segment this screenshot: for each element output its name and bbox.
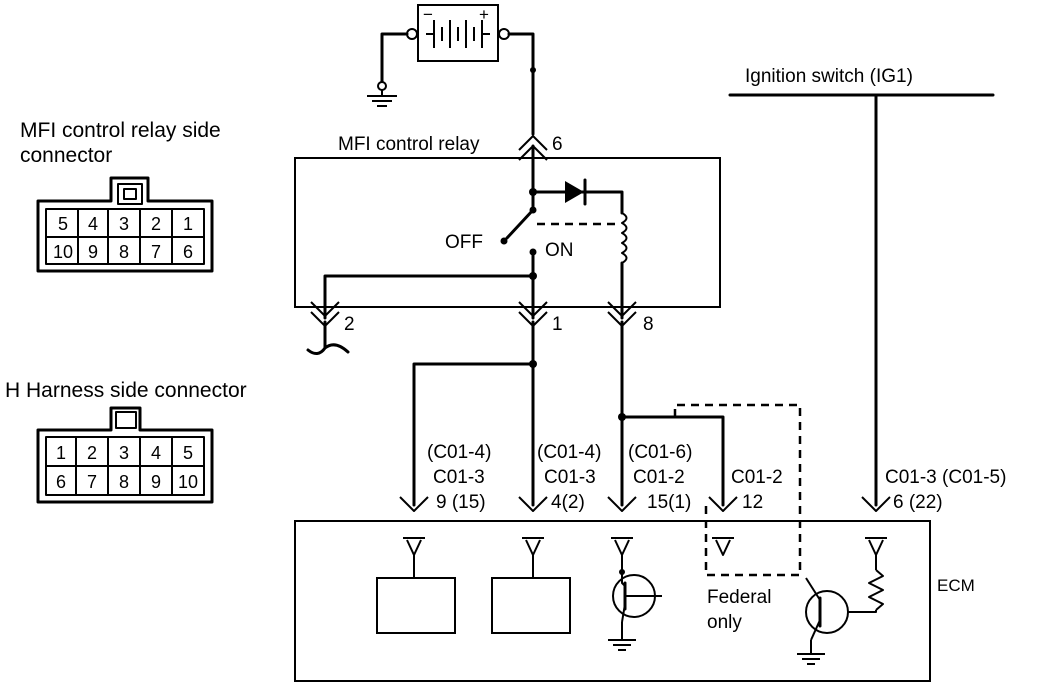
- svg-text:C01-3 (C01-5): C01-3 (C01-5): [885, 467, 1006, 488]
- relay-internal-wire-top: [531, 144, 624, 215]
- ecm-resistor-icon: [868, 569, 884, 611]
- h-pin-8: 8: [119, 472, 129, 492]
- mfi-connector-title-line1: MFI control relay side: [20, 119, 221, 142]
- ignition-switch-label: Ignition switch (IG1): [745, 66, 913, 87]
- ecm-terminal-label-1: (C01-4) C01-3 9 (15): [427, 442, 491, 513]
- switch-on-label: ON: [545, 240, 574, 261]
- mfi-relay-box: [294, 157, 721, 308]
- ecm-terminal-label-2: (C01-4) C01-3 4(2): [537, 442, 601, 513]
- svg-text:4(2): 4(2): [551, 492, 585, 513]
- h-pin-7: 7: [87, 472, 97, 492]
- ecm-inner-terminal-2: [522, 537, 544, 578]
- federal-only-label-line2: only: [707, 612, 742, 633]
- svg-text:(C01-4): (C01-4): [537, 442, 601, 463]
- mfi-pin-8: 8: [119, 242, 129, 262]
- ecm-internal-block-1: [376, 577, 456, 634]
- ecm-terminal-connector-4: [708, 496, 738, 512]
- battery-positive-wire: [507, 32, 535, 136]
- mfi-relay-side-connector: 5 4 3 2 1 10 9 8 7 6: [36, 176, 214, 273]
- federal-only-label-line1: Federal: [707, 587, 771, 608]
- svg-text:(C01-4): (C01-4): [427, 442, 491, 463]
- battery-ground-icon: [367, 90, 397, 107]
- relay-switch-blade: [505, 190, 535, 240]
- h-pin-2: 2: [87, 443, 97, 463]
- ecm-transistor-1-icon: [612, 569, 662, 640]
- relay-pin2-ground-wire: [306, 320, 350, 355]
- ecm-terminal-label-4: C01-2 12: [731, 467, 783, 513]
- ecm-terminal-label-3: (C01-6) C01-2 15(1): [628, 442, 692, 513]
- ecm-inner-terminal-5: [865, 537, 887, 570]
- h-pin-6: 6: [56, 472, 66, 492]
- h-pin-5: 5: [183, 443, 193, 463]
- switch-off-label: OFF: [445, 232, 483, 253]
- ecm-ground-icon-2: [797, 653, 825, 665]
- svg-text:C01-3: C01-3: [433, 467, 485, 488]
- mfi-pin-4: 4: [88, 214, 98, 234]
- ecm-inner-terminal-3: [611, 537, 633, 574]
- ecm-terminal-connector-2: [518, 496, 548, 512]
- ecm-internal-block-2: [491, 577, 571, 634]
- svg-text:C01-2: C01-2: [731, 467, 783, 488]
- svg-text:C01-2: C01-2: [633, 467, 685, 488]
- svg-text:12: 12: [742, 492, 763, 513]
- relay-pin6-label: 6: [552, 134, 563, 155]
- ecm-inner-terminal-4: [712, 537, 734, 556]
- mfi-pin-10: 10: [53, 242, 73, 262]
- h-pin-1: 1: [56, 443, 66, 463]
- mfi-pin-7: 7: [151, 242, 161, 262]
- mfi-pin-2: 2: [151, 214, 161, 234]
- relay-pin2-label: 2: [344, 314, 355, 335]
- svg-text:6 (22): 6 (22): [893, 492, 943, 513]
- diode-icon: [565, 178, 587, 206]
- battery-symbol: − +: [406, 4, 510, 62]
- mfi-pin-9: 9: [88, 242, 98, 262]
- ecm-transistor-2-icon: [805, 577, 877, 654]
- h-pin-3: 3: [119, 443, 129, 463]
- mfi-connector-title-line2: connector: [20, 144, 112, 167]
- ecm-ground-icon-1: [608, 639, 636, 651]
- svg-text:15(1): 15(1): [647, 492, 691, 513]
- battery-minus-label: −: [423, 5, 433, 24]
- relay-coil-icon: [621, 212, 628, 264]
- ecm-terminal-connector-3: [607, 496, 637, 512]
- svg-text:(C01-6): (C01-6): [628, 442, 692, 463]
- h-pin-4: 4: [151, 443, 161, 463]
- relay-pin1-label: 1: [552, 314, 563, 335]
- h-harness-side-connector: 1 2 3 4 5 6 7 8 9 10: [36, 406, 214, 504]
- ecm-box: [294, 520, 931, 682]
- h-pin-9: 9: [151, 472, 161, 492]
- ecm-label: ECM: [937, 576, 975, 595]
- svg-text:9 (15): 9 (15): [436, 492, 486, 513]
- mfi-pin-6: 6: [183, 242, 193, 262]
- relay-pin8-label: 8: [643, 314, 654, 335]
- ecm-terminal-connector-1: [399, 496, 429, 512]
- mfi-pin-3: 3: [119, 214, 129, 234]
- battery-negative-wire: [380, 32, 409, 85]
- mfi-pin-5: 5: [58, 214, 68, 234]
- ecm-inner-terminal-1: [403, 537, 425, 578]
- federal-only-dashed-box: [673, 403, 802, 577]
- mfi-relay-label: MFI control relay: [338, 134, 480, 155]
- ecm-terminal-label-5: C01-3 (C01-5) 6 (22): [885, 467, 1006, 513]
- svg-text:C01-3: C01-3: [544, 467, 596, 488]
- ecm-terminal-connector-5: [861, 496, 891, 512]
- battery-plus-label: +: [479, 5, 489, 24]
- mfi-pin-1: 1: [183, 214, 193, 234]
- h-pin-10: 10: [178, 472, 198, 492]
- h-connector-title: H Harness side connector: [5, 379, 247, 402]
